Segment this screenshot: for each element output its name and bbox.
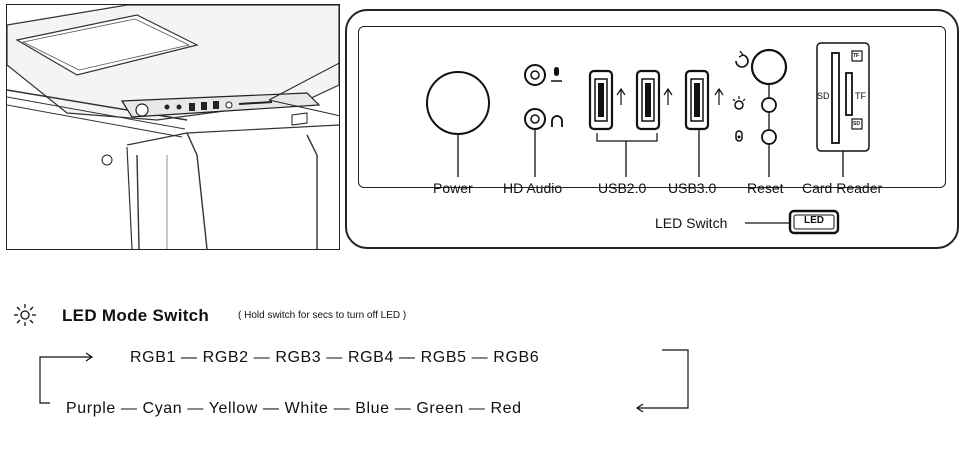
card-reader-icon: [816, 42, 870, 177]
usb2-label: USB2.0: [598, 180, 647, 196]
case-drawing: [7, 5, 339, 249]
sd-slot-label: SD: [817, 91, 830, 101]
case-illustration: [6, 4, 340, 250]
hdd-led-icon: [735, 129, 777, 145]
sun-icon: [14, 304, 36, 326]
hd-audio-label: HD Audio: [503, 180, 563, 196]
led-switch-button: [788, 209, 840, 235]
card-reader-label: Card Reader: [802, 180, 883, 196]
usb2-port-icon: [635, 69, 673, 131]
tf-icon-label: TF: [853, 53, 860, 59]
usb3-label: USB3.0: [668, 180, 717, 196]
led-switch-label: LED Switch: [655, 215, 728, 231]
tf-slot-label: TF: [855, 91, 866, 101]
power-label: Power: [433, 180, 473, 196]
led-button-label: LED: [804, 215, 824, 226]
headphone-jack-icon: [524, 108, 563, 177]
power-button-icon: [426, 71, 490, 177]
sd-icon-label: SD: [853, 121, 860, 127]
front-panel-inner: [358, 26, 946, 188]
usb3-port-icon: [684, 69, 724, 177]
reset-button-icon: [735, 48, 788, 177]
led-mode-note: ( Hold switch for secs to turn off LED ): [238, 310, 407, 321]
reset-label: Reset: [747, 180, 784, 196]
rgb-sequence: RGB1 — RGB2 — RGB3 — RGB4 — RGB5 — RGB6: [130, 349, 540, 366]
led-mode-title: LED Mode Switch: [62, 306, 210, 325]
power-led-icon: [732, 96, 777, 113]
front-panel-detail: SD TF TF SD Power HD Audio USB2.0 USB3.0…: [345, 9, 959, 249]
color-sequence: Purple — Cyan — Yellow — White — Blue — …: [66, 400, 522, 417]
front-panel-drawing: [426, 42, 870, 235]
microphone-jack-icon: [524, 64, 562, 86]
usb2-port-icon: [588, 69, 626, 131]
